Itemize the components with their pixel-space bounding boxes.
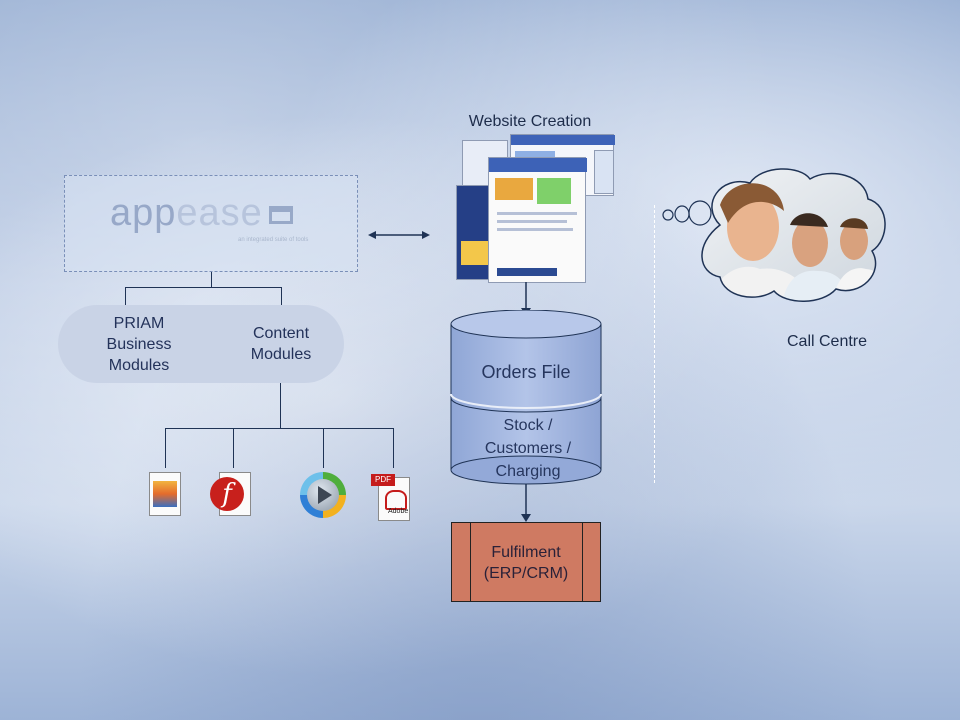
media-player-icon (300, 472, 346, 518)
adobe-text: Adobe (388, 508, 409, 515)
bidirectional-arrow (368, 231, 430, 239)
connector-line (211, 272, 212, 287)
call-centre-label: Call Centre (786, 333, 868, 350)
pdf-badge: PDF (371, 474, 395, 486)
connector-line (233, 428, 234, 468)
connector-line (165, 428, 166, 468)
thought-bubbles (662, 200, 712, 226)
logo-app-text: app (110, 192, 177, 234)
appease-panel (64, 175, 358, 272)
priam-business-modules: PRIAM Business Modules (58, 305, 220, 383)
website-creation-label: Website Creation (468, 113, 592, 130)
appease-logo: appease (110, 192, 293, 235)
connector-line (280, 383, 281, 428)
content-label: Content Modules (250, 325, 312, 363)
pdf-file-icon: PDF Adobe (371, 474, 410, 521)
connector-line (393, 428, 394, 468)
content-modules: Content Modules (218, 305, 344, 383)
orders-file-label: Orders File (481, 362, 571, 382)
flash-file-icon: f (210, 472, 251, 516)
connector-line (165, 428, 394, 429)
orders-database (450, 310, 602, 485)
priam-label: PRIAM Business Modules (106, 314, 172, 374)
call-centre-cloud (701, 168, 886, 302)
connector-line (281, 287, 282, 305)
appease-tagline: an integrated suite of tools (238, 237, 309, 243)
fulfilment-label: Fulfilment (ERP/CRM) (483, 544, 569, 582)
logo-ease-text: ease (176, 192, 263, 234)
stock-customers-label: Stock / Customers / Charging (484, 417, 572, 480)
connector-line (323, 428, 324, 468)
connector-line (125, 287, 126, 305)
connector-line (125, 287, 282, 288)
arrow-to-fulfilment (521, 484, 531, 522)
image-file-icon (149, 472, 181, 516)
divider-line (654, 205, 655, 483)
window-icon (268, 205, 293, 224)
fulfilment-box: Fulfilment (ERP/CRM) (451, 522, 601, 602)
